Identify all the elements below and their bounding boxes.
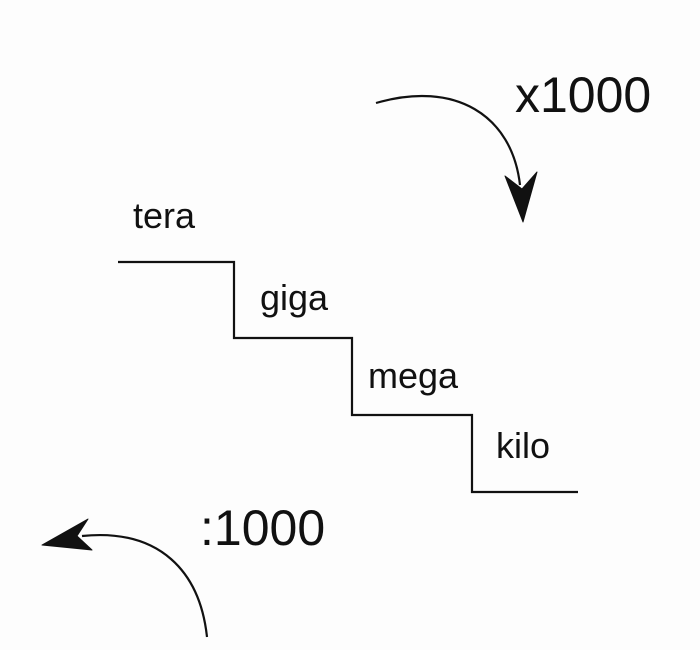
divide-arrow-curve <box>81 533 209 638</box>
staircase-line <box>118 260 578 494</box>
step-label-kilo: kilo <box>496 425 551 466</box>
multiply-factor-label: x1000 <box>515 67 652 123</box>
divide-arrow-head-icon <box>41 518 93 551</box>
divide-factor-label: :1000 <box>200 500 326 556</box>
step-label-mega: mega <box>368 355 459 396</box>
step-label-giga: giga <box>260 277 329 318</box>
multiply-arrow-curve <box>375 94 522 186</box>
step-label-tera: tera <box>133 195 196 236</box>
multiply-arrow-head-icon <box>504 171 538 223</box>
